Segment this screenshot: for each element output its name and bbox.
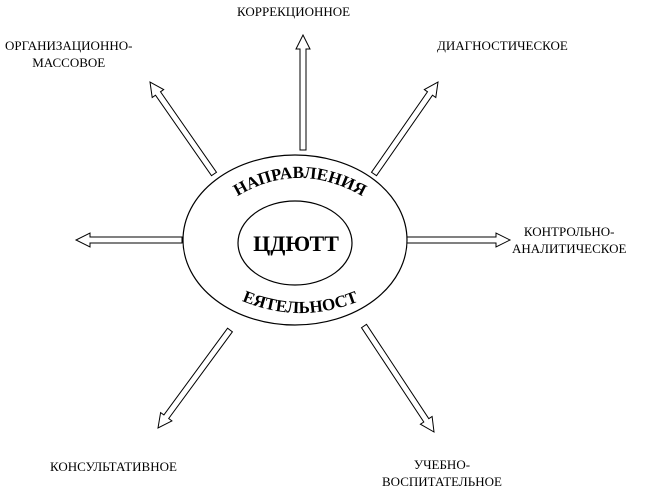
label-control: КОНТРОЛЬНО- АНАЛИТИЧЕСКОЕ <box>512 224 627 256</box>
label-consultative: КОНСУЛЬТАТИВНОЕ <box>50 459 177 474</box>
arrow-educational <box>360 323 435 433</box>
label-organizational: ОРГАНИЗАЦИОННО- МАССОВОЕ <box>5 38 133 70</box>
label-educational: УЧЕБНО- ВОСПИТАТЕЛЬНОЕ <box>382 457 502 489</box>
arrows-group <box>74 33 512 433</box>
arrow-organizational <box>149 81 218 177</box>
arrow-correction <box>295 33 311 151</box>
arrow-left <box>74 232 183 248</box>
arrow-control <box>405 232 512 248</box>
center-title: ЦДЮТТ <box>253 231 339 256</box>
arrow-diagnostic <box>370 81 439 177</box>
label-diagnostic: ДИАГНОСТИЧЕСКОЕ <box>437 38 568 53</box>
inner-ellipse <box>237 200 353 286</box>
label-correction: КОРРЕКЦИОННОЕ <box>237 4 351 19</box>
arrow-consultative <box>157 327 234 429</box>
